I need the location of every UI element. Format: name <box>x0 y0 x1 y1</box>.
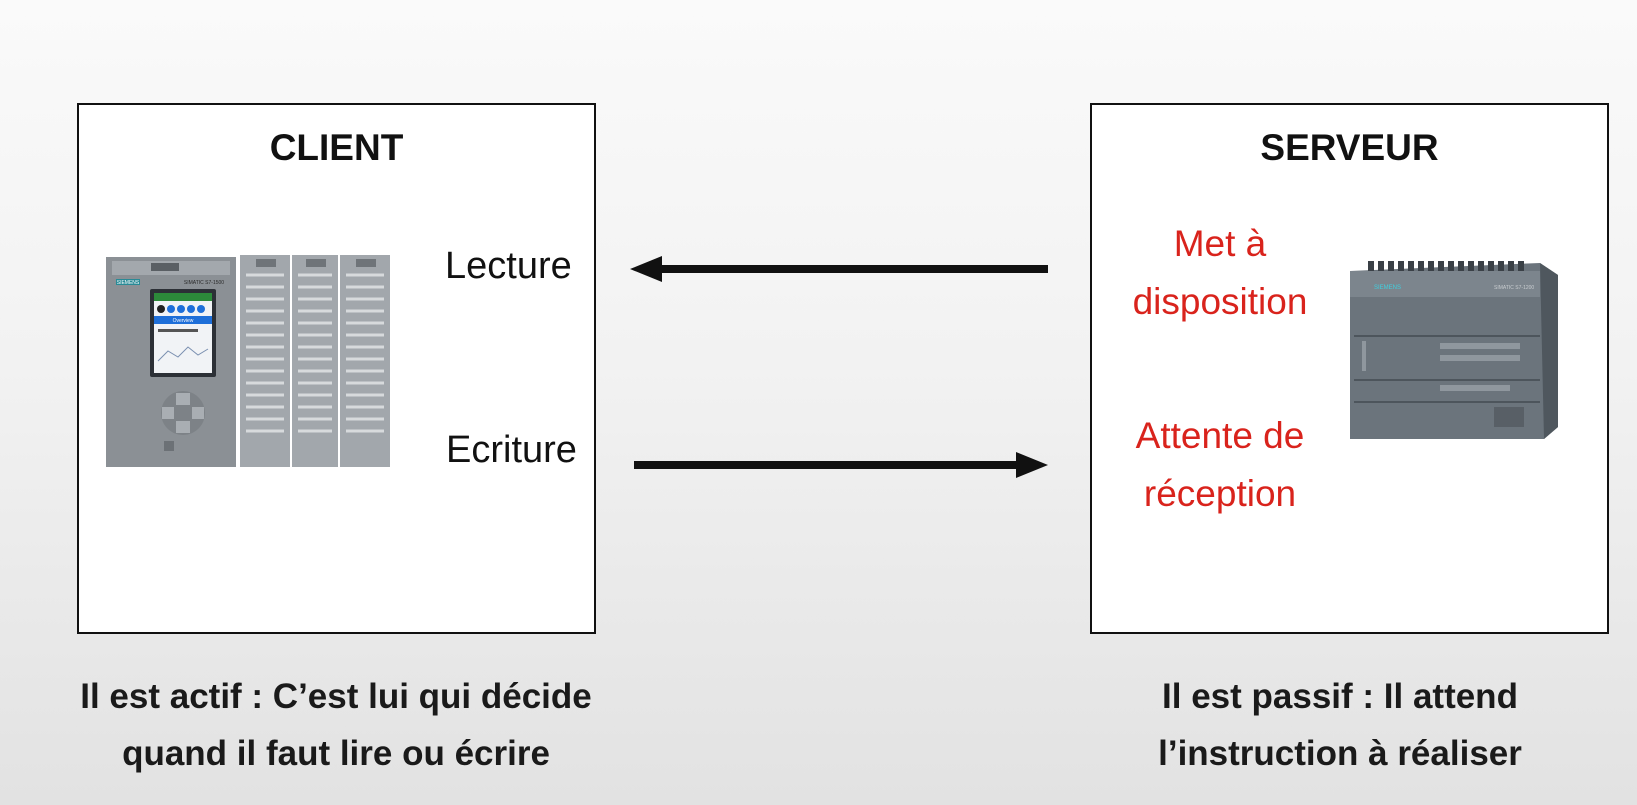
server-caption: Il est passif : Il attend l’instruction … <box>1040 668 1637 782</box>
client-device-screen: Overview <box>173 318 194 324</box>
server-caption-line2: l’instruction à réaliser <box>1158 734 1522 773</box>
client-caption: Il est actif : C’est lui qui décide quan… <box>0 668 672 782</box>
write-arrow <box>634 452 1048 478</box>
server-caption-line1: Il est passif : Il attend <box>1162 677 1518 716</box>
plc-s7-1500-image: SIEMENS SIMATIC S7-1500 Overview <box>106 255 390 467</box>
status-waiting-line1: Attente de <box>1135 415 1305 456</box>
client-box: CLIENT SIEMENS SIMATIC S7-1500 Overview <box>77 103 596 634</box>
status-waiting: Attente de réception <box>1110 407 1330 523</box>
server-device-model: SIMATIC S7-1200 <box>1494 285 1534 291</box>
write-label: Ecriture <box>446 429 577 471</box>
client-title: CLIENT <box>269 127 404 168</box>
status-waiting-line2: réception <box>1143 473 1297 514</box>
client-device-model: SIMATIC S7-1500 <box>184 280 224 286</box>
plc-s7-1200-image: SIEMENS SIMATIC S7-1200 <box>1350 261 1558 439</box>
server-box: SERVEUR Met à disposition Attente de réc… <box>1090 103 1609 634</box>
status-available-line1: Met à <box>1173 223 1267 264</box>
status-available-line2: disposition <box>1132 281 1308 322</box>
client-caption-line1: Il est actif : C’est lui qui décide <box>80 677 592 716</box>
read-label: Lecture <box>445 245 572 287</box>
server-title: SERVEUR <box>1260 127 1439 168</box>
client-caption-line2: quand il faut lire ou écrire <box>122 734 550 773</box>
read-arrow <box>630 256 1048 282</box>
client-device-brand: SIEMENS <box>117 280 140 286</box>
status-available: Met à disposition <box>1110 215 1330 331</box>
server-device-brand: SIEMENS <box>1374 285 1401 291</box>
